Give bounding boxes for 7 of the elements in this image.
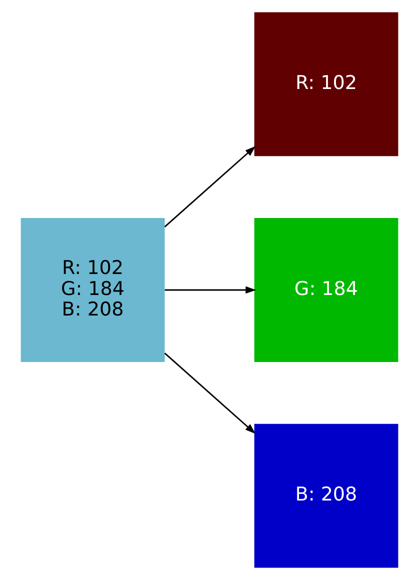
node-box: B: 208 xyxy=(254,424,398,568)
node-box: R: 102 xyxy=(254,12,398,156)
arrow xyxy=(164,352,256,434)
arrow xyxy=(164,286,256,294)
node-box: R: 102 G: 184 B: 208 xyxy=(20,218,165,362)
arrow xyxy=(164,146,256,228)
node-box: G: 184 xyxy=(254,218,398,362)
